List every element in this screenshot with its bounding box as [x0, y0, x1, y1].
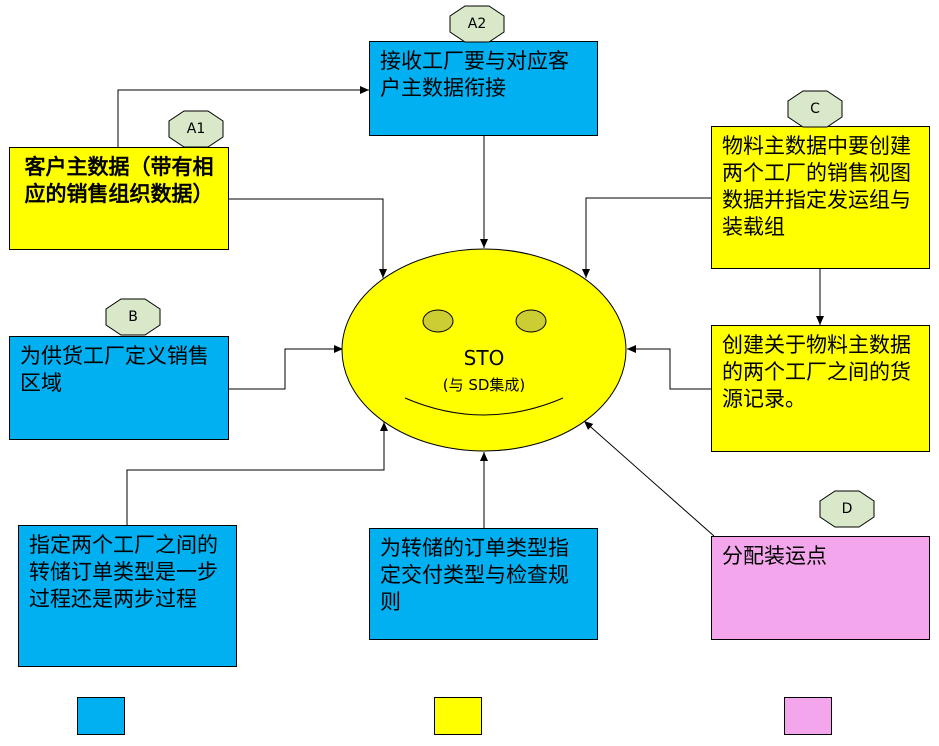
- tag-a2: A2: [449, 5, 505, 43]
- sto-ellipse: [341, 248, 627, 452]
- box-delivery-type-rules: 为转储的订单类型指定交付类型与检查规则: [369, 528, 598, 640]
- connector-b-to-sto: [229, 345, 343, 390]
- legend-swatch-yellow: [434, 697, 482, 735]
- connector-c2-to-sto: [627, 345, 711, 390]
- tag-a1: A1: [168, 110, 224, 148]
- sto-subtitle: (与 SD集成): [442, 376, 526, 394]
- connector-a1-to-a2: [117, 86, 369, 147]
- tag-c: C: [787, 90, 843, 128]
- legend-swatch-pink: [784, 697, 832, 735]
- box-c-source-record: 创建关于物料主数据的两个工厂之间的货源记录。: [711, 325, 930, 452]
- smile-mouth: [404, 397, 564, 416]
- tag-b: B: [105, 298, 161, 336]
- connector-a1-to-sto: [229, 198, 387, 278]
- connector-d-to-sto: [583, 420, 715, 537]
- left-eye: [422, 309, 454, 333]
- box-a1-customer-master: 客户主数据（带有相应的销售组织数据）: [9, 147, 229, 250]
- connector-c-to-sto: [582, 197, 711, 278]
- box-b-sales-area: 为供货工厂定义销售区域: [9, 336, 229, 440]
- box-a2-receiving-plant: 接收工厂要与对应客户主数据衔接: [369, 41, 598, 136]
- right-eye: [515, 309, 547, 333]
- box-d-shipping-point: 分配装运点: [711, 536, 930, 640]
- legend-swatch-blue: [77, 697, 125, 735]
- tag-d: D: [819, 490, 875, 528]
- box-order-type-process: 指定两个工厂之间的转储订单类型是一步过程还是两步过程: [18, 525, 237, 667]
- box-c-material-master: 物料主数据中要创建两个工厂的销售视图数据并指定发运组与装载组: [711, 126, 930, 269]
- connector-bottom-left-to-sto: [126, 422, 388, 525]
- sto-title: STO: [463, 346, 505, 370]
